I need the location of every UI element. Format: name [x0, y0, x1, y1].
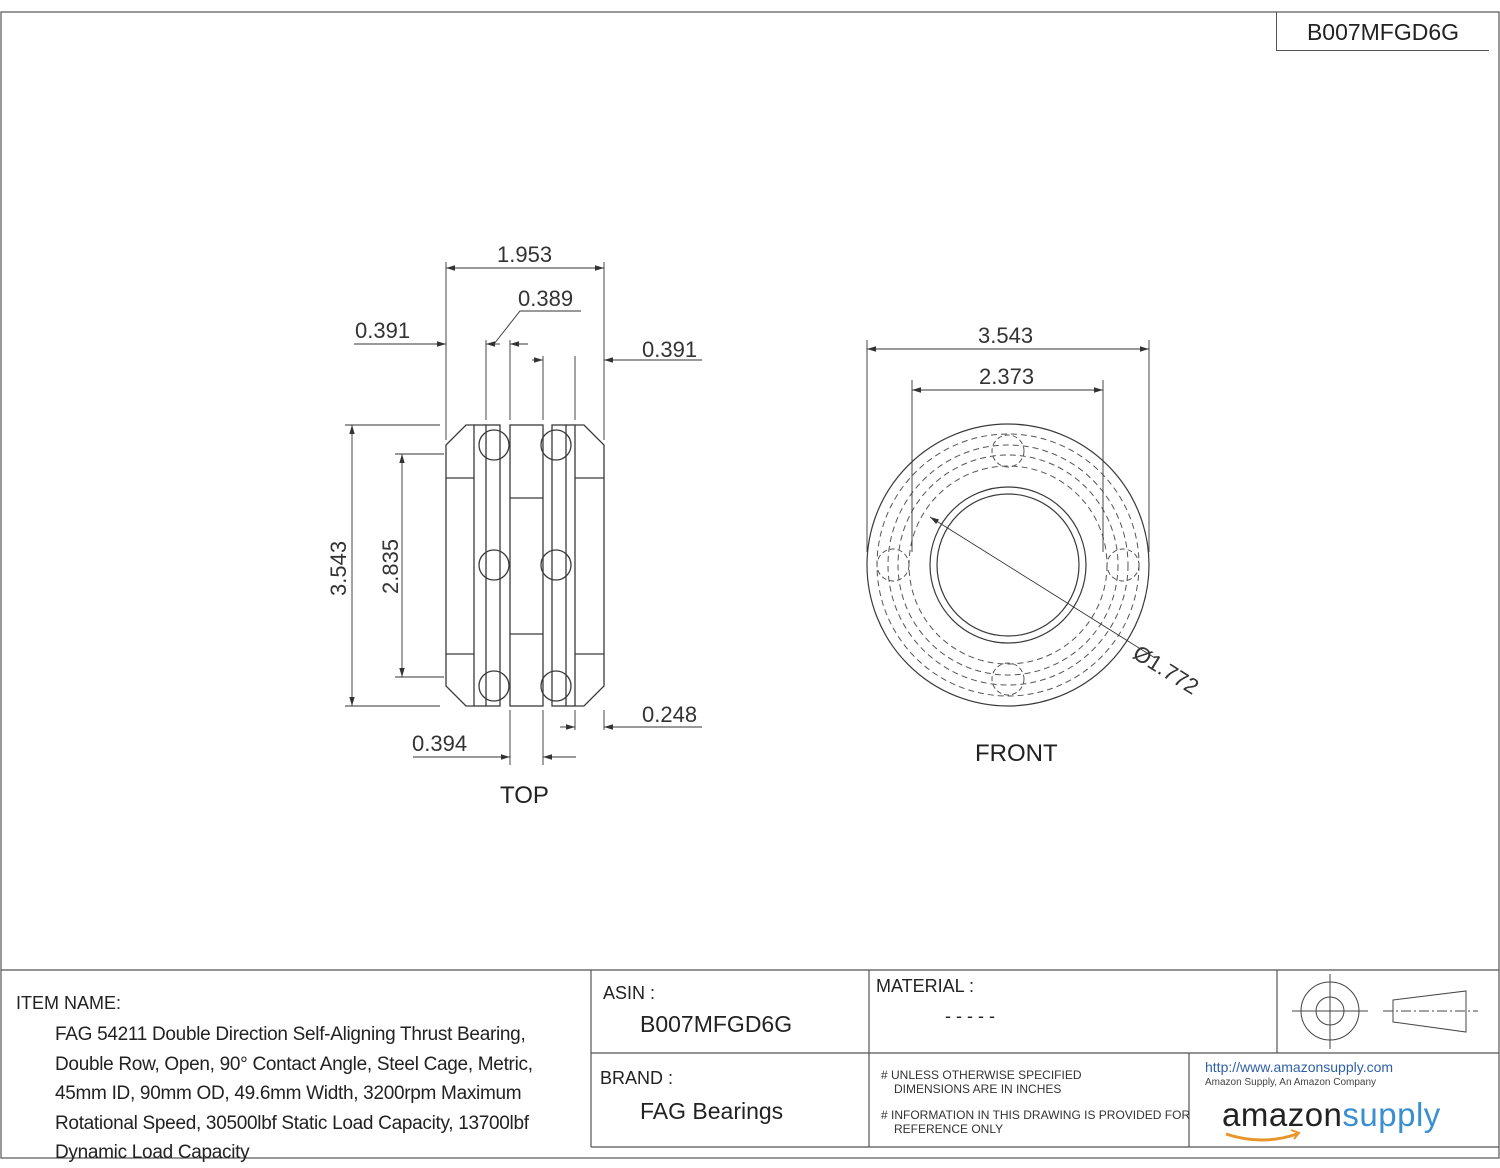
note-reference-line1: # INFORMATION IN THIS DRAWING IS PROVIDE… — [881, 1108, 1191, 1122]
front-bore-outer — [929, 486, 1087, 644]
top-ball — [478, 549, 510, 581]
front-hidden-ball — [1106, 548, 1140, 582]
top-center-washer — [509, 424, 544, 707]
material-label: MATERIAL : — [876, 976, 975, 996]
asin-value: B007MFGD6G — [640, 1011, 793, 1037]
note-reference-line2: REFERENCE ONLY — [894, 1122, 1004, 1136]
item-name-value: FAG 54211 Double Direction Self-Aligning… — [55, 1024, 533, 1163]
dim-center-gap: 0.389 — [518, 286, 574, 311]
front-hidden-ball — [991, 434, 1025, 468]
top-view-dimension-lines — [345, 262, 702, 765]
dim-height-outer: 3.543 — [326, 540, 351, 596]
dim-outer-diameter: 3.543 — [978, 323, 1034, 348]
dim-left-washer: 0.391 — [355, 318, 411, 343]
top-ball — [540, 670, 572, 702]
top-right-washer — [574, 424, 605, 707]
top-view-drawing — [445, 424, 605, 707]
amazonsupply-link[interactable]: http://www.amazonsupply.com — [1205, 1059, 1394, 1075]
top-right-ring — [551, 424, 567, 707]
top-left-washer — [445, 424, 475, 707]
amazonsupply-logo: amazonsupply — [1222, 1096, 1441, 1134]
front-view-drawing — [866, 423, 1150, 707]
top-ball — [540, 549, 572, 581]
top-ball — [540, 429, 572, 461]
top-ball — [478, 670, 510, 702]
asin-label: ASIN : — [603, 983, 656, 1003]
logo-supply-text: supply — [1342, 1096, 1441, 1133]
front-view-dimension-lines — [866, 340, 1156, 659]
logo-amazon-text: amazon — [1222, 1096, 1343, 1133]
dim-center-washer: 0.394 — [412, 731, 468, 756]
front-bore-inner — [936, 493, 1080, 637]
brand-label: BRAND : — [600, 1068, 674, 1088]
top-ball — [478, 429, 510, 461]
top-left-ring — [485, 424, 501, 707]
amazon-smile-icon — [1225, 1132, 1298, 1142]
amazonsupply-tagline: Amazon Supply, An Amazon Company — [1205, 1077, 1377, 1088]
front-outer-circle — [866, 423, 1150, 707]
material-value: - - - - - — [945, 1006, 995, 1026]
front-hidden-ball — [876, 548, 910, 582]
brand-value: FAG Bearings — [640, 1098, 784, 1124]
title-block-frame — [1, 969, 1499, 1148]
note-units-line1: # UNLESS OTHERWISE SPECIFIED — [881, 1068, 1082, 1082]
front-hidden-ball — [991, 662, 1025, 696]
dim-overall-width: 1.953 — [497, 242, 553, 267]
note-units-line2: DIMENSIONS ARE IN INCHES — [894, 1082, 1062, 1096]
asin-header: B007MFGD6G — [1276, 12, 1489, 51]
dim-right-washer: 0.391 — [642, 337, 698, 362]
third-angle-projection-icon — [1292, 974, 1478, 1049]
dim-pitch-diameter: 2.373 — [979, 364, 1035, 389]
front-view-label: FRONT — [975, 740, 1058, 767]
top-view-label: TOP — [500, 782, 549, 809]
item-name-label: ITEM NAME: — [16, 993, 122, 1013]
sheet-border — [0, 11, 1500, 1159]
dim-right-gap: 0.248 — [642, 702, 698, 727]
dim-height-inner: 2.835 — [378, 538, 403, 594]
